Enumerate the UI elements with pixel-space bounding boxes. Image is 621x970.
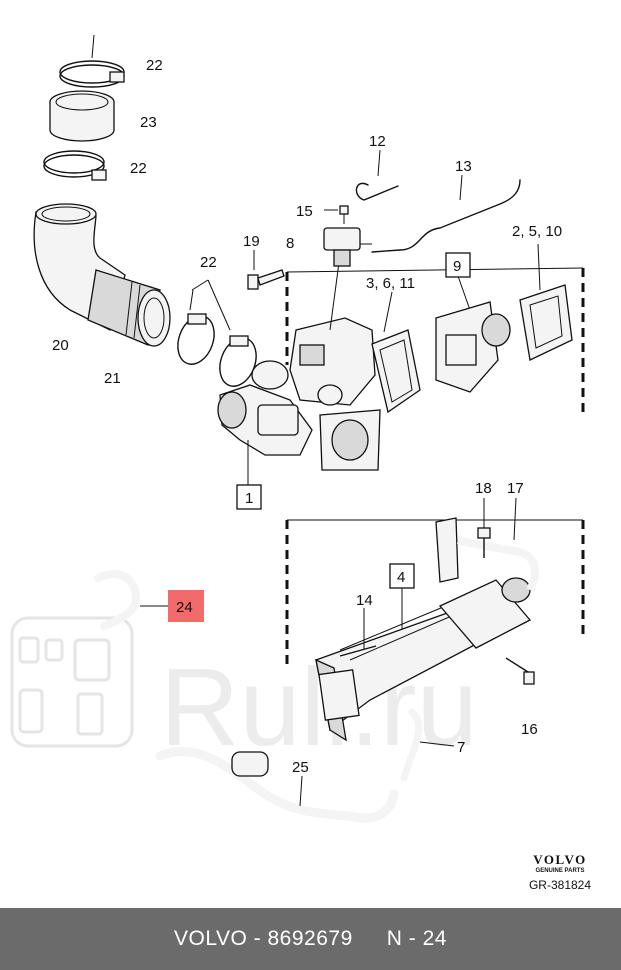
callout-4: 4: [397, 569, 405, 586]
callout-24: 24: [176, 599, 193, 616]
callout-22-middle: 22: [130, 160, 147, 177]
coolant-hose-7: [400, 708, 455, 782]
coolant-hose-25: [155, 747, 399, 823]
highlight-box-24: [168, 590, 204, 622]
callout-22-lower: 22: [200, 254, 217, 271]
bolt-16: [505, 657, 535, 685]
label-box-9: [445, 252, 471, 278]
intake-pipe: [87, 269, 171, 347]
screw-15: [324, 205, 349, 224]
egr-valve-9: [435, 275, 511, 393]
callout-8: 8: [286, 235, 294, 252]
vacuum-hose-13: [371, 174, 521, 253]
callout-18: 18: [475, 480, 492, 497]
solenoid-valve: [323, 227, 372, 267]
callout-7: 7: [457, 739, 465, 756]
callout-3-6-11: 3, 6, 11: [366, 275, 415, 292]
brand-block: VOLVO GENUINE PARTS GR-381824: [520, 852, 600, 892]
gasket-2-5-10: [519, 243, 573, 361]
bolt-19: [247, 250, 285, 290]
callout-25: 25: [292, 759, 309, 776]
volvo-logo: VOLVO: [533, 852, 587, 867]
bolt-18: [477, 498, 491, 558]
parts-diagram: Ruli.ru: [10, 34, 585, 823]
throttle-housing: [217, 360, 381, 485]
callout-16: 16: [521, 721, 538, 738]
diagram-code: GR-381824: [528, 878, 592, 892]
callout-9: 9: [453, 258, 461, 275]
egr-pipe-17: [435, 497, 539, 592]
bolt-14: [339, 608, 377, 657]
hose-clamps-lower: [177, 279, 257, 387]
callout-1: 1: [245, 490, 253, 507]
coolant-hose-24: [94, 570, 170, 630]
gasket-3-6-11: [371, 291, 421, 414]
callout-15: 15: [296, 203, 313, 220]
footer-bar: VOLVO - 8692679 N - 24: [0, 908, 621, 970]
egr-cooler: [315, 577, 532, 742]
footer-part-number: VOLVO - 8692679: [174, 927, 353, 950]
vacuum-hose-12: [355, 149, 399, 201]
hose-clamp-top: [59, 34, 125, 88]
callout-21: 21: [104, 370, 121, 387]
callout-22-top: 22: [146, 57, 163, 74]
callout-14: 14: [356, 592, 373, 609]
callout-2-5-10: 2, 5, 10: [512, 223, 562, 240]
footer-position: N - 24: [386, 927, 447, 950]
hose-clamp-middle: [43, 150, 107, 181]
callout-20: 20: [52, 337, 69, 354]
callout-17: 17: [507, 480, 524, 497]
callout-23: 23: [140, 114, 157, 131]
hose-sleeve: [49, 90, 115, 142]
callout-labels: 22 23 22 20 21 22 19 15 12 13 8 3, 6, 11…: [52, 57, 562, 776]
label-box-1: [236, 484, 262, 510]
genuine-parts-label: GENUINE PARTS: [535, 868, 585, 874]
callout-12: 12: [369, 133, 386, 150]
group-boundaries: [285, 267, 585, 665]
egr-valve-body: [289, 254, 376, 406]
callout-13: 13: [455, 158, 472, 175]
callout-19: 19: [243, 233, 260, 250]
label-box-4: [389, 563, 415, 589]
